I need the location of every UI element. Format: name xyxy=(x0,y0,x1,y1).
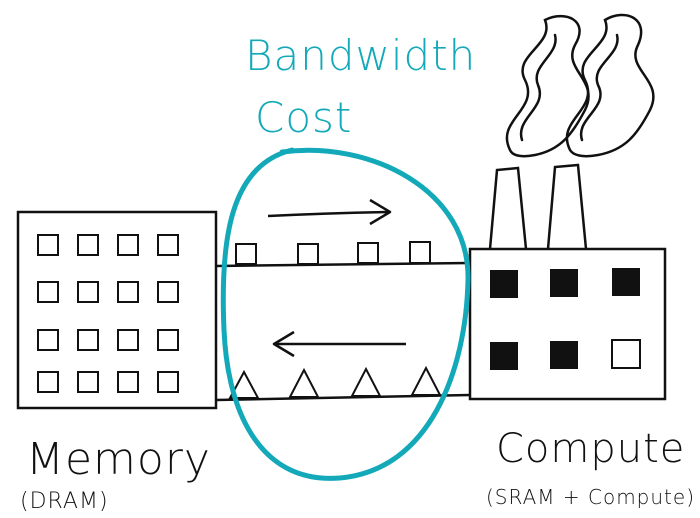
memory-window xyxy=(157,281,179,303)
memory-window xyxy=(157,234,179,256)
belt-triangle xyxy=(350,366,382,397)
belt-triangle xyxy=(288,367,320,398)
bandwidth-ellipse xyxy=(220,147,471,481)
smoke-icon xyxy=(505,13,655,158)
arrow-right-icon xyxy=(267,198,392,226)
memory-window xyxy=(117,329,139,351)
factory-window-empty xyxy=(611,339,641,369)
memory-window xyxy=(157,329,179,351)
factory-window-filled xyxy=(490,270,518,298)
memory-window xyxy=(37,281,59,303)
title-line-1: Bandwidth xyxy=(245,31,476,80)
memory-window xyxy=(157,371,179,393)
belt-triangle xyxy=(228,369,260,399)
conveyor-belt xyxy=(215,198,471,402)
memory-window xyxy=(77,371,99,393)
factory-icon xyxy=(468,13,667,401)
upper-belt-squares xyxy=(235,241,431,265)
arrow-left-icon xyxy=(272,330,407,358)
compute-sublabel: (SRAM + Compute) xyxy=(486,485,695,509)
factory-window-filled xyxy=(612,268,640,296)
memory-window xyxy=(77,329,99,351)
memory-window xyxy=(117,281,139,303)
factory-window-filled xyxy=(550,269,578,297)
belt-square xyxy=(357,242,379,264)
compute-label: Compute xyxy=(496,426,685,472)
factory-outline xyxy=(468,247,667,401)
title-line-2: Cost xyxy=(255,93,352,142)
factory-window-filled xyxy=(490,342,518,370)
memory-window xyxy=(77,234,99,256)
memory-windows xyxy=(37,234,179,393)
memory-window xyxy=(117,234,139,256)
belt-square xyxy=(235,243,257,265)
memory-building-icon xyxy=(16,210,218,410)
lower-belt-triangles xyxy=(228,365,442,399)
belt-square xyxy=(297,243,319,265)
belt-triangle xyxy=(410,365,442,396)
memory-window xyxy=(37,234,59,256)
chimney xyxy=(488,166,528,250)
memory-sublabel: (DRAM) xyxy=(20,489,109,514)
memory-building-outline xyxy=(16,210,218,410)
memory-window xyxy=(117,371,139,393)
factory-window-filled xyxy=(550,341,578,369)
memory-label: Memory xyxy=(26,434,211,485)
chimney xyxy=(546,163,588,250)
memory-window xyxy=(77,281,99,303)
memory-window xyxy=(37,329,59,351)
belt-square xyxy=(409,241,431,264)
memory-window xyxy=(37,371,59,393)
